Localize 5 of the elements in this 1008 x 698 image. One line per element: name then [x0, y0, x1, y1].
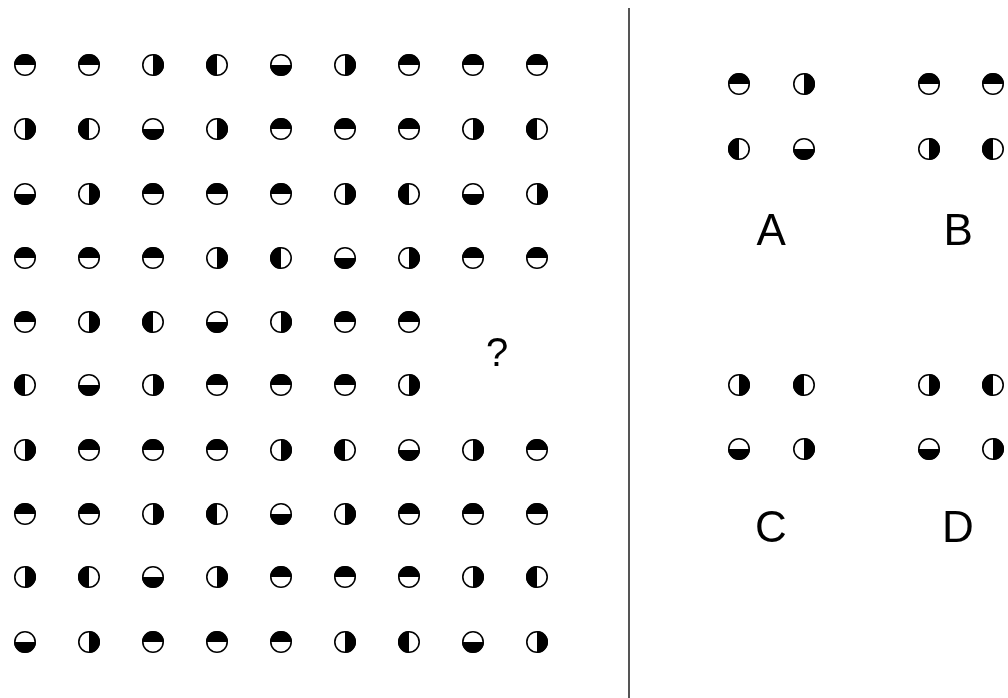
option-label: C: [755, 505, 787, 549]
option-label: A: [756, 208, 786, 252]
option-label: B: [943, 208, 973, 252]
question-mark: ?: [486, 332, 509, 372]
option-label: D: [942, 505, 974, 549]
